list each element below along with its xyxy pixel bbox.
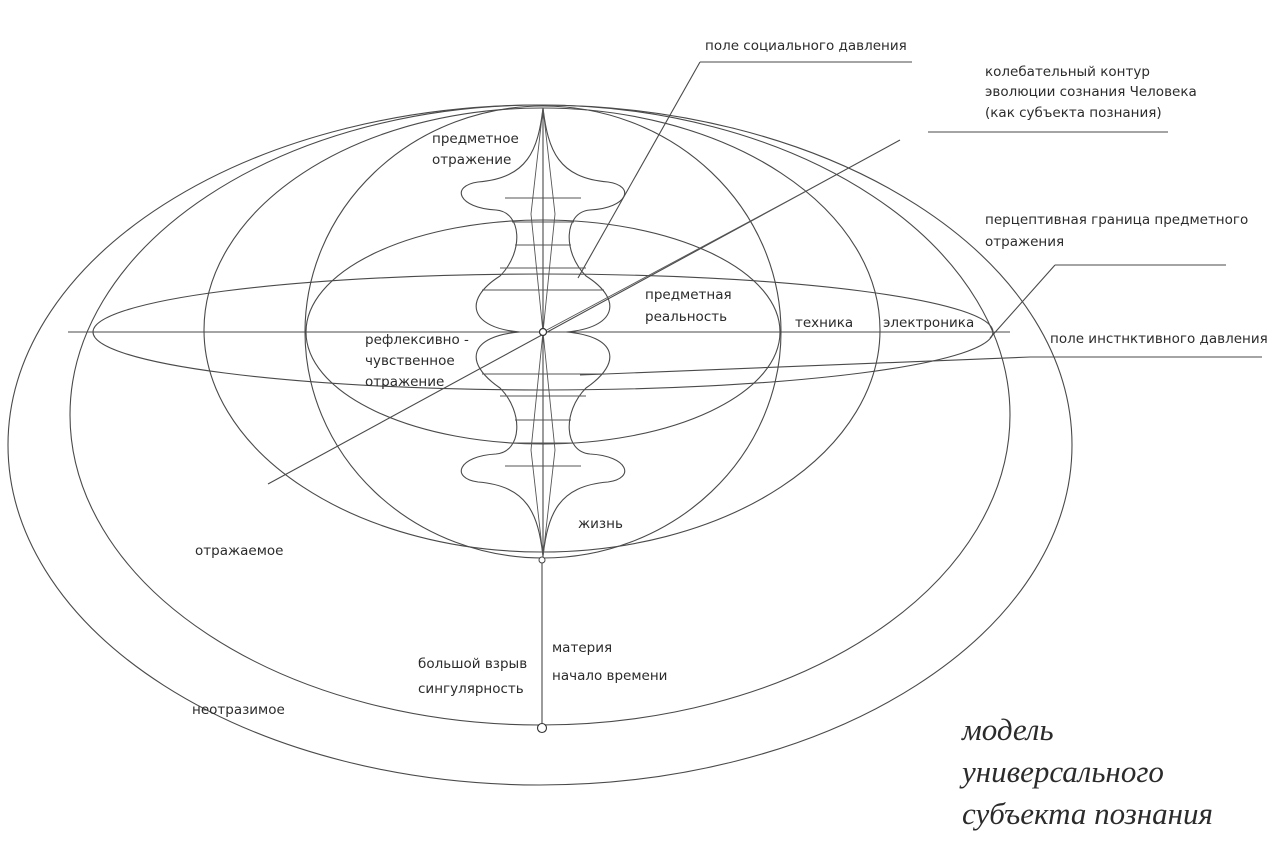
label-objective-reflection-1: предметное (432, 131, 519, 147)
label-oscillating-1: колебательный контур (985, 64, 1150, 80)
label-perceptive-boundary-2: отражения (985, 234, 1064, 250)
label-perceptive-boundary-1: перцептивная граница предметного (985, 212, 1248, 228)
label-big-bang: большой взрыв (418, 656, 527, 672)
label-oscillating-2: эволюции сознания Человека (985, 84, 1197, 100)
leader-social-pressure (577, 61, 701, 279)
leader-perceptive (989, 264, 1056, 339)
label-electronics: электроника (883, 315, 974, 331)
label-unreflectable: неотразимое (192, 702, 285, 718)
title-line-3: субъекта познания (962, 796, 1213, 831)
title-line-1: модель (961, 712, 1054, 747)
label-objective-reflection-2: отражение (432, 152, 511, 168)
label-time-start: начало времени (552, 668, 667, 684)
label-reflexive-1: рефлексивно - (365, 332, 469, 348)
title-line-2: универсального (959, 754, 1164, 789)
label-objective-reality-2: реальность (645, 309, 727, 325)
label-reflexive-3: отражение (365, 374, 444, 390)
label-singularity: сингулярность (418, 681, 524, 697)
label-objective-reality-1: предметная (645, 287, 732, 303)
life-point (538, 556, 546, 564)
center-point (538, 327, 548, 337)
label-oscillating-3: (как субъекта познания) (985, 105, 1162, 121)
outer-ellipse-unreflectable (7, 104, 1073, 786)
label-instinct-pressure: поле инстнктивного давления (1050, 331, 1268, 347)
contour-ticks (482, 197, 604, 467)
label-reflected: отражаемое (195, 543, 283, 559)
label-reflexive-2: чувственное (365, 353, 455, 369)
diagonal-line-second (542, 187, 813, 333)
label-life: жизнь (578, 516, 623, 532)
label-social-pressure: поле социального давления (705, 38, 907, 54)
label-technology: техника (795, 315, 853, 331)
leader-instinct (579, 356, 1031, 376)
label-matter: материя (552, 640, 612, 656)
singularity-point (536, 722, 548, 734)
